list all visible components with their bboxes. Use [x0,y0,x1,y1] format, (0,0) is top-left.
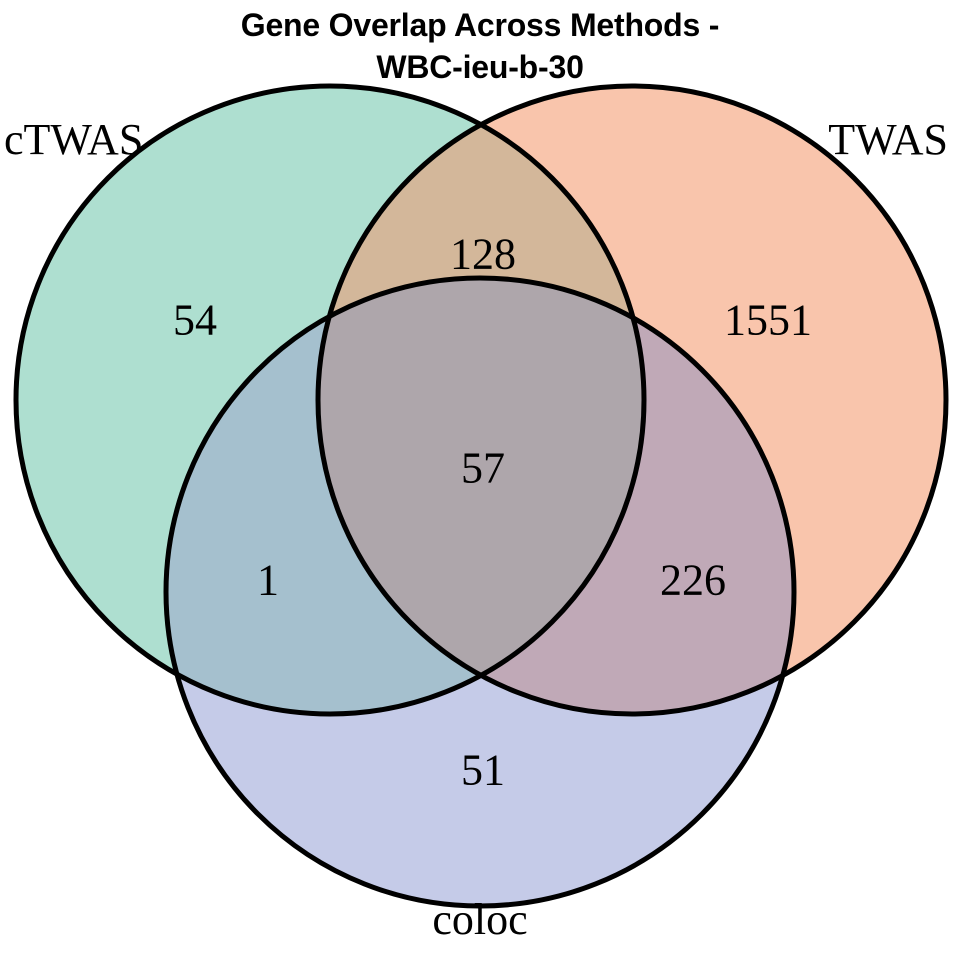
count-twas-only: 1551 [724,295,812,345]
count-ctwas-only: 54 [173,295,217,345]
count-coloc-only: 51 [461,745,505,795]
count-ctwas-twas: 128 [450,229,516,279]
chart-title-line-1: Gene Overlap Across Methods - [240,7,720,43]
set-label-ctwas: cTWAS [4,115,144,164]
count-twas-coloc: 226 [660,555,726,605]
circle-outline-coloc [163,275,797,909]
set-label-coloc: coloc [432,895,528,944]
count-ctwas-twas-coloc: 57 [461,443,505,493]
set-label-twas: TWAS [828,115,948,164]
overlap-ctwas-twas-coloc [318,278,644,714]
circle-outline-ctwas [13,83,647,717]
count-ctwas-coloc: 1 [257,555,279,605]
circle-outline-twas [315,83,949,717]
chart-title: Gene Overlap Across Methods - WBC-ieu-b-… [0,0,960,88]
chart-title-line-2: WBC-ieu-b-30 [376,49,584,86]
